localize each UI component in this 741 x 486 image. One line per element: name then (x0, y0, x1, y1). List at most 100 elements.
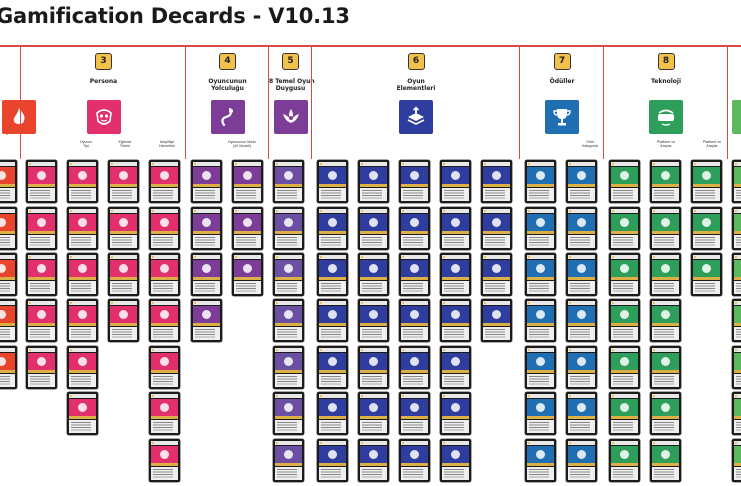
deck-card[interactable] (609, 346, 640, 389)
deck-card[interactable] (566, 207, 597, 250)
deck-card[interactable] (566, 299, 597, 342)
deck-card[interactable] (481, 207, 512, 250)
deck-card[interactable] (0, 253, 17, 296)
deck-card[interactable] (440, 253, 471, 296)
deck-card[interactable] (317, 392, 348, 435)
deck-card[interactable] (525, 392, 556, 435)
deck-card[interactable] (732, 253, 741, 296)
deck-card[interactable] (566, 392, 597, 435)
deck-card[interactable] (609, 253, 640, 296)
deck-card[interactable] (317, 299, 348, 342)
deck-card[interactable] (67, 253, 98, 296)
deck-card[interactable] (358, 207, 389, 250)
deck-card[interactable] (399, 299, 430, 342)
deck-card[interactable] (273, 253, 304, 296)
deck-card[interactable] (67, 299, 98, 342)
deck-card[interactable] (525, 207, 556, 250)
deck-card[interactable] (650, 439, 681, 482)
deck-card[interactable] (609, 392, 640, 435)
deck-card[interactable] (191, 299, 222, 342)
deck-card[interactable] (26, 299, 57, 342)
deck-card[interactable] (0, 160, 17, 203)
deck-card[interactable] (440, 299, 471, 342)
deck-card[interactable] (67, 346, 98, 389)
deck-card[interactable] (232, 207, 263, 250)
deck-card[interactable] (525, 346, 556, 389)
deck-card[interactable] (566, 253, 597, 296)
deck-card[interactable] (149, 439, 180, 482)
deck-card[interactable] (26, 253, 57, 296)
deck-card[interactable] (358, 392, 389, 435)
deck-card[interactable] (650, 346, 681, 389)
deck-card[interactable] (525, 439, 556, 482)
deck-card[interactable] (0, 346, 17, 389)
deck-card[interactable] (317, 346, 348, 389)
deck-card[interactable] (440, 207, 471, 250)
deck-card[interactable] (481, 160, 512, 203)
deck-card[interactable] (26, 160, 57, 203)
deck-card[interactable] (26, 346, 57, 389)
deck-card[interactable] (650, 392, 681, 435)
deck-card[interactable] (399, 439, 430, 482)
deck-card[interactable] (26, 207, 57, 250)
deck-card[interactable] (317, 207, 348, 250)
deck-card[interactable] (732, 299, 741, 342)
deck-card[interactable] (732, 439, 741, 482)
deck-card[interactable] (149, 160, 180, 203)
deck-card[interactable] (149, 207, 180, 250)
deck-card[interactable] (609, 299, 640, 342)
deck-card[interactable] (108, 299, 139, 342)
deck-card[interactable] (525, 253, 556, 296)
deck-card[interactable] (399, 253, 430, 296)
deck-card[interactable] (358, 439, 389, 482)
deck-card[interactable] (273, 160, 304, 203)
deck-card[interactable] (399, 346, 430, 389)
deck-card[interactable] (67, 392, 98, 435)
deck-card[interactable] (0, 299, 17, 342)
deck-card[interactable] (440, 392, 471, 435)
deck-card[interactable] (358, 299, 389, 342)
deck-card[interactable] (191, 160, 222, 203)
deck-card[interactable] (691, 207, 722, 250)
deck-card[interactable] (149, 392, 180, 435)
deck-card[interactable] (732, 207, 741, 250)
deck-card[interactable] (566, 160, 597, 203)
deck-card[interactable] (232, 160, 263, 203)
deck-card[interactable] (108, 253, 139, 296)
deck-card[interactable] (481, 253, 512, 296)
deck-card[interactable] (440, 346, 471, 389)
deck-card[interactable] (609, 439, 640, 482)
deck-card[interactable] (650, 160, 681, 203)
deck-card[interactable] (149, 299, 180, 342)
deck-card[interactable] (566, 439, 597, 482)
deck-card[interactable] (399, 160, 430, 203)
deck-card[interactable] (525, 299, 556, 342)
deck-card[interactable] (273, 392, 304, 435)
deck-card[interactable] (609, 207, 640, 250)
deck-card[interactable] (358, 346, 389, 389)
deck-card[interactable] (317, 439, 348, 482)
deck-card[interactable] (191, 207, 222, 250)
deck-card[interactable] (149, 346, 180, 389)
deck-card[interactable] (273, 207, 304, 250)
deck-card[interactable] (317, 160, 348, 203)
deck-card[interactable] (732, 392, 741, 435)
deck-card[interactable] (650, 253, 681, 296)
deck-card[interactable] (525, 160, 556, 203)
deck-card[interactable] (732, 346, 741, 389)
deck-card[interactable] (566, 346, 597, 389)
deck-card[interactable] (481, 299, 512, 342)
deck-card[interactable] (732, 160, 741, 203)
deck-card[interactable] (650, 207, 681, 250)
deck-card[interactable] (691, 160, 722, 203)
deck-card[interactable] (399, 207, 430, 250)
deck-card[interactable] (191, 253, 222, 296)
deck-card[interactable] (650, 299, 681, 342)
deck-card[interactable] (273, 439, 304, 482)
deck-card[interactable] (67, 160, 98, 203)
deck-card[interactable] (108, 207, 139, 250)
deck-card[interactable] (358, 160, 389, 203)
deck-card[interactable] (399, 392, 430, 435)
deck-card[interactable] (317, 253, 348, 296)
deck-card[interactable] (609, 160, 640, 203)
